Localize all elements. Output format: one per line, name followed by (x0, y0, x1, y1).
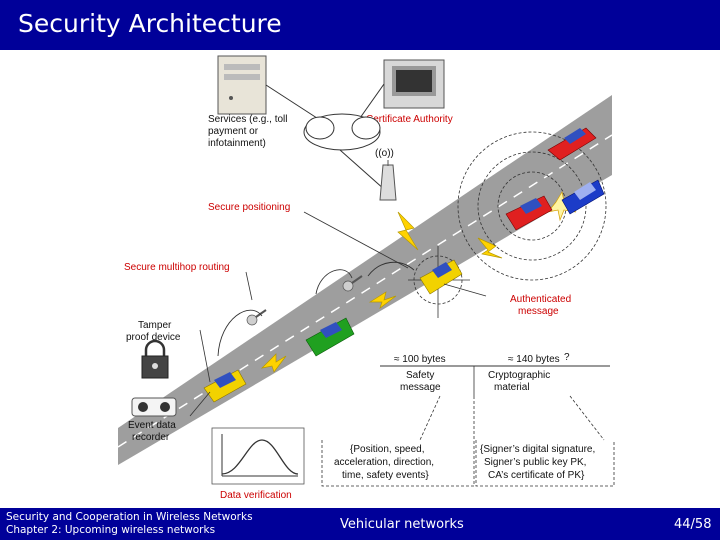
server-icon (217, 55, 267, 115)
edr-label-2: recorder (132, 432, 170, 443)
footer-bar: Security and Cooperation in Wireless Net… (0, 508, 720, 540)
footer-section: Vehicular networks (340, 517, 464, 532)
certificate-authority-icon (383, 59, 445, 109)
edr-label-1: Event data (128, 420, 176, 431)
antenna-icon (379, 160, 397, 201)
event-data-recorder-icon (131, 397, 177, 417)
tamper-label-2: proof device (126, 332, 181, 343)
dashed-connectors (321, 395, 615, 487)
secure-multihop-label: Secure multihop routing (124, 262, 230, 273)
footer-course: Security and Cooperation in Wireless Net… (6, 511, 253, 537)
car-green (305, 317, 355, 357)
data-verification-label: Data verification (220, 490, 292, 501)
road (118, 95, 612, 465)
car-red-1 (547, 127, 597, 161)
secure-positioning-label: Secure positioning (208, 202, 290, 213)
question-mark: ? (564, 352, 570, 363)
slide-title: Security Architecture (18, 9, 282, 38)
tamper-label-1: Tamper (138, 320, 172, 331)
crypto-label-1: Cryptographic (488, 370, 550, 381)
size-crypto: ≈ 140 bytes (508, 354, 560, 365)
crypto-label-2: material (494, 382, 530, 393)
services-label-2: payment or (208, 126, 259, 137)
authenticated-label-1: Authenticated (510, 294, 571, 305)
ca-label: Certificate Authority (366, 114, 453, 125)
antenna-signal-text: ((o)) (375, 148, 394, 159)
car-blue (561, 179, 605, 215)
title-bar: Security Architecture (0, 0, 720, 50)
safety-label-2: message (400, 382, 441, 393)
footer-line-1: Security and Cooperation in Wireless Net… (6, 511, 253, 523)
multihop-arrows (217, 261, 415, 357)
crypto-detail-1: {Signer’s digital signature, (480, 444, 595, 455)
page-number: 44/58 (674, 517, 712, 532)
car-yellow-center (419, 259, 463, 295)
services-label-1: Services (e.g., toll (208, 114, 287, 125)
lock-icon (141, 339, 169, 379)
crypto-detail-3: CA’s certificate of PK} (488, 470, 585, 481)
verification-curve-icon (211, 427, 305, 485)
payload-label-2: acceleration, direction, (334, 457, 434, 468)
key-icon (246, 275, 363, 326)
cloud-icon (303, 113, 381, 151)
size-safety: ≈ 100 bytes (394, 354, 446, 365)
footer-line-2: Chapter 2: Upcoming wireless networks (6, 524, 216, 536)
road-lane-marking (117, 134, 613, 448)
car-yellow-left (203, 369, 247, 403)
payload-label-1: {Position, speed, (350, 444, 425, 455)
lightning-icon (260, 211, 503, 373)
payload-label-3: time, safety events} (342, 470, 429, 481)
services-label-3: infotainment) (208, 138, 266, 149)
crypto-detail-2: Signer’s public key PK, (484, 457, 586, 468)
authenticated-label-2: message (518, 306, 559, 317)
car-red-2 (505, 195, 553, 231)
safety-label-1: Safety (406, 370, 434, 381)
